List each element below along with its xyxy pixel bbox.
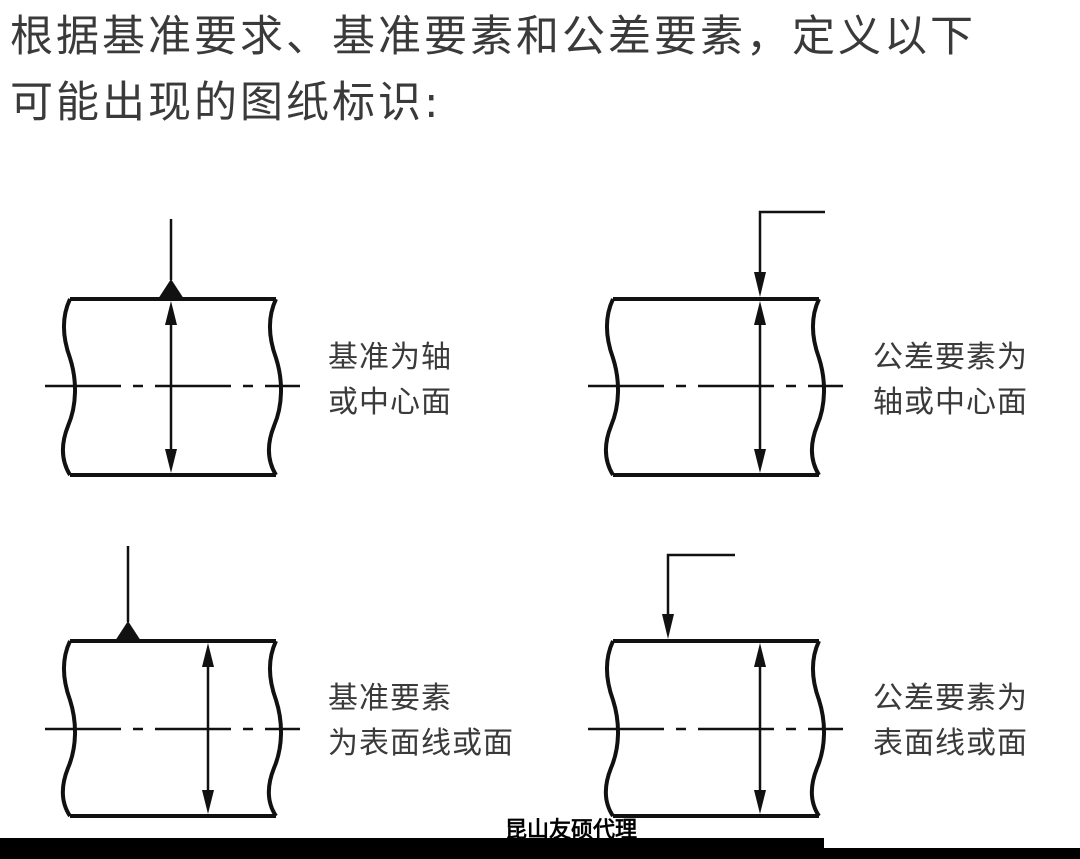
panel-1-label-line-2: 或中心面 — [328, 385, 452, 420]
panel-2-label-line-2: 轴或中心面 — [873, 385, 1028, 420]
panel-3-label-line-2: 为表面线或面 — [328, 726, 514, 761]
panel-1-label-line-1: 基准为轴 — [328, 340, 452, 375]
footer-white-block — [824, 838, 1080, 848]
panel-1-label: 基准为轴 或中心面 — [328, 335, 452, 425]
panel-4-label-line-2: 表面线或面 — [873, 726, 1028, 761]
dimension-arrow — [202, 643, 214, 814]
panel-tolerance-axis — [588, 210, 843, 477]
dimension-arrow — [165, 301, 177, 473]
panel-2-label: 公差要素为 轴或中心面 — [873, 335, 1028, 425]
heading-line-2: 可能出现的图纸标识: — [10, 78, 442, 128]
footer-caption: 昆山友硕代理 — [505, 818, 638, 843]
panel-datum-surface — [45, 546, 300, 818]
panel-datum-axis — [45, 219, 300, 477]
panel-4-label: 公差要素为 表面线或面 — [873, 676, 1028, 766]
dimension-arrow — [754, 643, 766, 814]
part-outline — [604, 639, 827, 818]
datum-triangle-leader — [158, 219, 184, 299]
tolerance-leader-arrow — [662, 553, 735, 639]
datum-triangle-leader — [115, 546, 141, 641]
panel-tolerance-surface — [588, 553, 843, 818]
panel-3-label: 基准要素 为表面线或面 — [328, 676, 514, 766]
tolerance-leader-arrow — [754, 210, 825, 297]
panel-2-label-line-1: 公差要素为 — [873, 340, 1028, 375]
dimension-arrow — [754, 301, 766, 473]
part-outline — [61, 639, 284, 818]
footer-bar — [0, 838, 1080, 859]
panel-3-label-line-1: 基准要素 — [328, 681, 452, 716]
part-outline — [604, 297, 827, 477]
page-heading: 根据基准要求、基准要素和公差要素，定义以下 可能出现的图纸标识: — [10, 4, 1070, 136]
panel-4-label-line-1: 公差要素为 — [873, 681, 1028, 716]
heading-line-1: 根据基准要求、基准要素和公差要素，定义以下 — [10, 12, 976, 62]
